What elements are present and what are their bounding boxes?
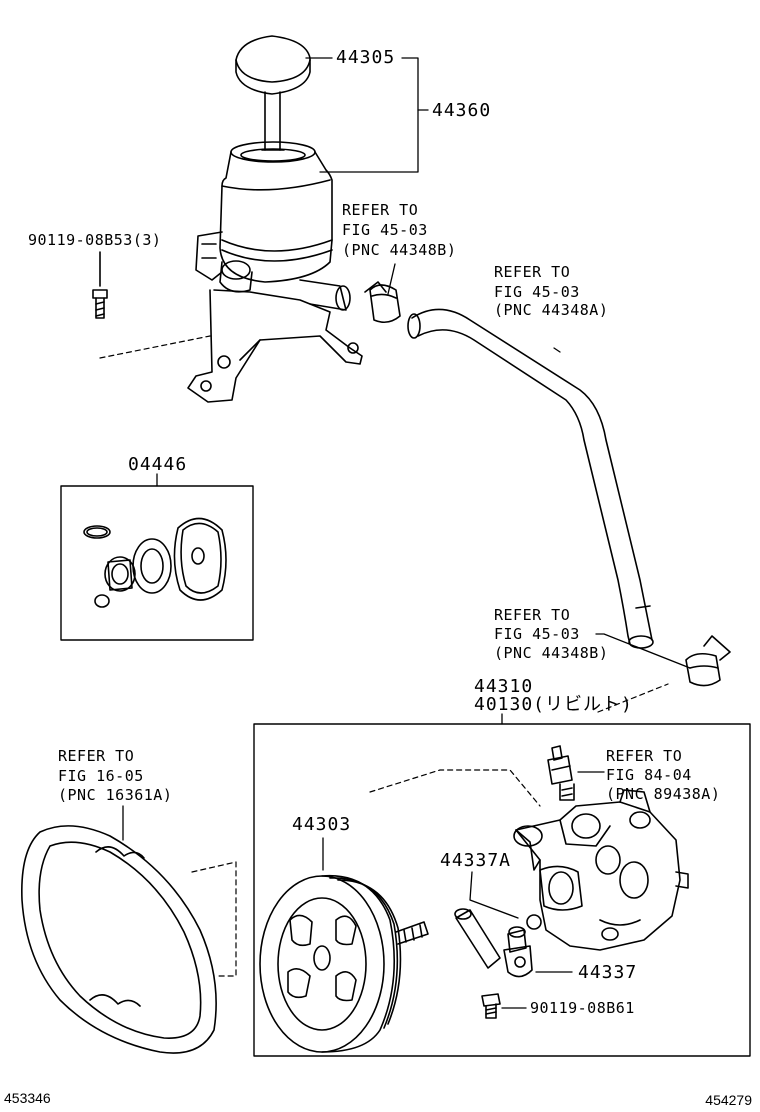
ref-b-line3: (PNC 44348A) bbox=[494, 301, 609, 319]
ref-belt-line2: FIG 16-05 bbox=[58, 767, 144, 785]
label-44310: 44310 bbox=[474, 676, 534, 697]
kit-parts-drawing bbox=[83, 517, 227, 608]
ref-c-line2: FIG 45-03 bbox=[494, 625, 580, 643]
drive-belt-drawing bbox=[21, 825, 217, 1054]
ref-a-line1: REFER TO bbox=[342, 201, 419, 219]
kit-box bbox=[60, 485, 254, 641]
pulley-drawing bbox=[259, 874, 429, 1053]
ref-b-line2: FIG 45-03 bbox=[494, 283, 580, 301]
ref-a-line3: (PNC 44348B) bbox=[342, 241, 457, 259]
label-44305: 44305 bbox=[336, 47, 396, 68]
pressure-switch-drawing bbox=[547, 745, 575, 801]
footer-right-id: 454279 bbox=[705, 1092, 752, 1108]
footer-left-id: 453346 bbox=[4, 1090, 51, 1106]
hose-clamp-b-drawing bbox=[685, 635, 731, 687]
reservoir-cap-drawing bbox=[235, 35, 311, 151]
label-90119-08B61: 90119-08B61 bbox=[530, 999, 635, 1017]
ref-c-line3: (PNC 44348B) bbox=[494, 644, 609, 662]
ref-c-line1: REFER TO bbox=[494, 606, 571, 624]
label-90119-08B53: 90119-08B53(3) bbox=[28, 231, 162, 249]
return-hose-drawing bbox=[407, 308, 654, 649]
label-04446: 04446 bbox=[128, 454, 188, 475]
ref-belt-line3: (PNC 16361A) bbox=[58, 786, 173, 804]
bolt-bottom-drawing bbox=[481, 993, 501, 1019]
label-40130: 40130(リビルト) bbox=[474, 694, 633, 715]
ref-belt-line1: REFER TO bbox=[58, 747, 135, 765]
ref-switch-line1: REFER TO bbox=[606, 747, 683, 765]
union-fitting-drawing bbox=[454, 908, 542, 978]
ref-a-line2: FIG 45-03 bbox=[342, 221, 428, 239]
hose-clamp-a-drawing bbox=[364, 281, 401, 324]
label-44360: 44360 bbox=[432, 100, 492, 121]
label-44337: 44337 bbox=[578, 962, 638, 983]
reservoir-tank-drawing bbox=[187, 141, 363, 403]
label-44337A: 44337A bbox=[440, 850, 512, 871]
ref-b-line1: REFER TO bbox=[494, 263, 571, 281]
ref-switch-line3: (PNC 89438A) bbox=[606, 785, 721, 803]
label-44303: 44303 bbox=[292, 814, 352, 835]
bolt-top-drawing bbox=[92, 251, 108, 319]
ref-switch-line2: FIG 84-04 bbox=[606, 766, 692, 784]
pump-body-drawing bbox=[513, 789, 689, 951]
